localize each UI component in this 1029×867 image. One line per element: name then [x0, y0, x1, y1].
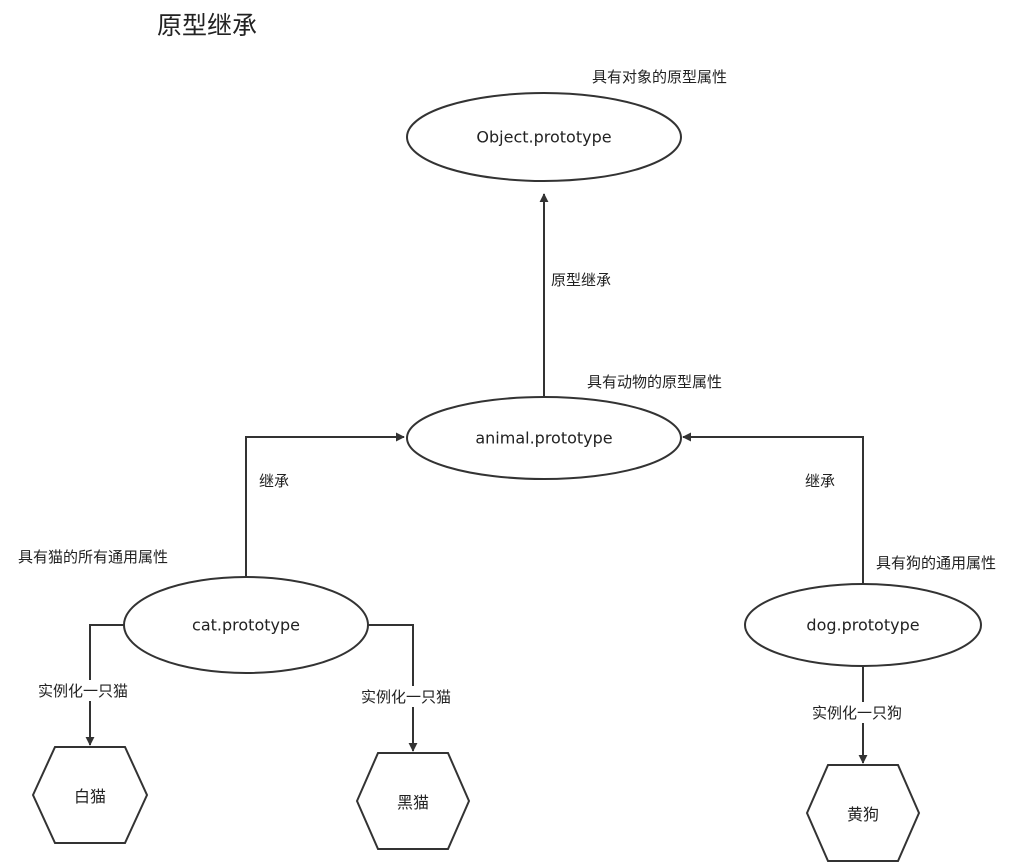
- animal-note: 具有动物的原型属性: [587, 373, 723, 391]
- edge-cat-to-animal: [245, 432, 405, 577]
- cat-note: 具有猫的所有通用属性: [18, 548, 169, 566]
- edge-label-cat-to-black: 实例化一只猫: [359, 686, 454, 707]
- animal-prototype-label: animal.prototype: [475, 428, 613, 448]
- object-note: 具有对象的原型属性: [592, 68, 728, 86]
- edge-label-cat-to-animal: 继承: [257, 470, 292, 491]
- diagram-title: 原型继承: [157, 11, 258, 40]
- object-prototype-label: Object.prototype: [476, 127, 612, 147]
- black-cat-node[interactable]: [355, 752, 471, 850]
- edge-label-animal-to-object: 原型继承: [549, 269, 614, 290]
- white-cat-node[interactable]: [31, 746, 149, 844]
- white-cat-label: 白猫: [73, 787, 107, 806]
- edge-dog-to-animal: [682, 432, 864, 584]
- yellow-dog-node[interactable]: [805, 764, 921, 862]
- edge-cat-to-black: [368, 624, 418, 752]
- cat-prototype-label: cat.prototype: [192, 615, 300, 635]
- edge-label-dog-to-yellow: 实例化一只狗: [810, 702, 905, 723]
- edge-label-dog-to-animal: 继承: [803, 470, 838, 491]
- dog-prototype-label: dog.prototype: [806, 615, 920, 635]
- dog-note: 具有狗的通用属性: [876, 554, 997, 572]
- object-prototype-node[interactable]: [406, 92, 682, 182]
- black-cat-label: 黑猫: [396, 793, 430, 812]
- edge-cat-to-white: [85, 624, 124, 746]
- edge-label-cat-to-white: 实例化一只猫: [36, 680, 131, 701]
- yellow-dog-label: 黄狗: [846, 805, 880, 824]
